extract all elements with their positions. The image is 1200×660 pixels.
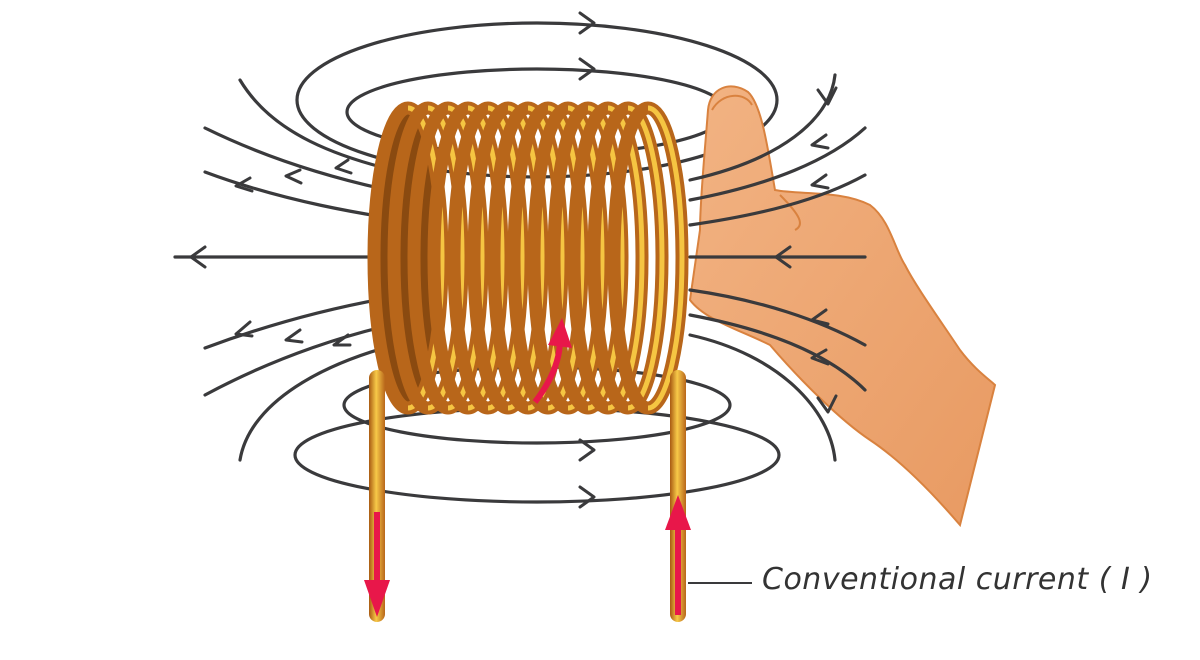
arrow-left-icon <box>332 333 352 347</box>
coil-turn-highlight <box>627 105 665 411</box>
coil-turn-highlight <box>647 105 685 411</box>
current-arrow-coil-icon <box>548 318 572 348</box>
coil-turn-highlight <box>447 105 485 411</box>
arrow-left-icon <box>774 245 792 269</box>
arrow-left-icon <box>284 328 304 344</box>
arrow-right-icon <box>578 11 596 35</box>
arrow-left-icon <box>189 245 207 269</box>
coil-turn-highlight <box>507 105 545 411</box>
arrow-left-icon <box>810 348 830 366</box>
arrow-left-icon <box>810 133 830 150</box>
arrow-left-icon <box>234 320 254 338</box>
right-hand <box>688 85 997 528</box>
coil-turn-highlight <box>427 105 465 411</box>
coil-turn-highlight <box>487 105 525 411</box>
arrow-left-icon <box>334 158 353 175</box>
arrow-left-icon <box>810 308 830 326</box>
arrow-down-icon <box>816 86 838 106</box>
conventional-current-label: Conventional current ( I ) <box>762 562 1153 597</box>
current-arrow-down-icon <box>364 580 390 617</box>
coil-turn-highlight <box>407 105 445 411</box>
coil-turn-highlight <box>547 105 585 411</box>
arrow-left-icon <box>234 176 254 193</box>
arrow-left-icon <box>284 168 303 185</box>
coil-turn-highlight <box>467 105 505 411</box>
arrow-down-icon <box>816 394 838 414</box>
arrow-left-icon <box>810 173 830 190</box>
coil-turn-highlight <box>607 105 645 411</box>
coil-turn-highlight <box>567 105 605 411</box>
left-lead-wire <box>369 370 385 622</box>
current-arrow-up-icon <box>665 495 691 530</box>
thumbnail-icon <box>711 94 753 111</box>
current-arrows <box>364 318 691 617</box>
solenoid-coil <box>367 101 689 415</box>
arrow-right-icon <box>578 485 596 509</box>
coil-turn-highlight <box>587 105 625 411</box>
arrow-right-icon <box>578 57 596 81</box>
arrow-right-icon <box>578 438 596 462</box>
